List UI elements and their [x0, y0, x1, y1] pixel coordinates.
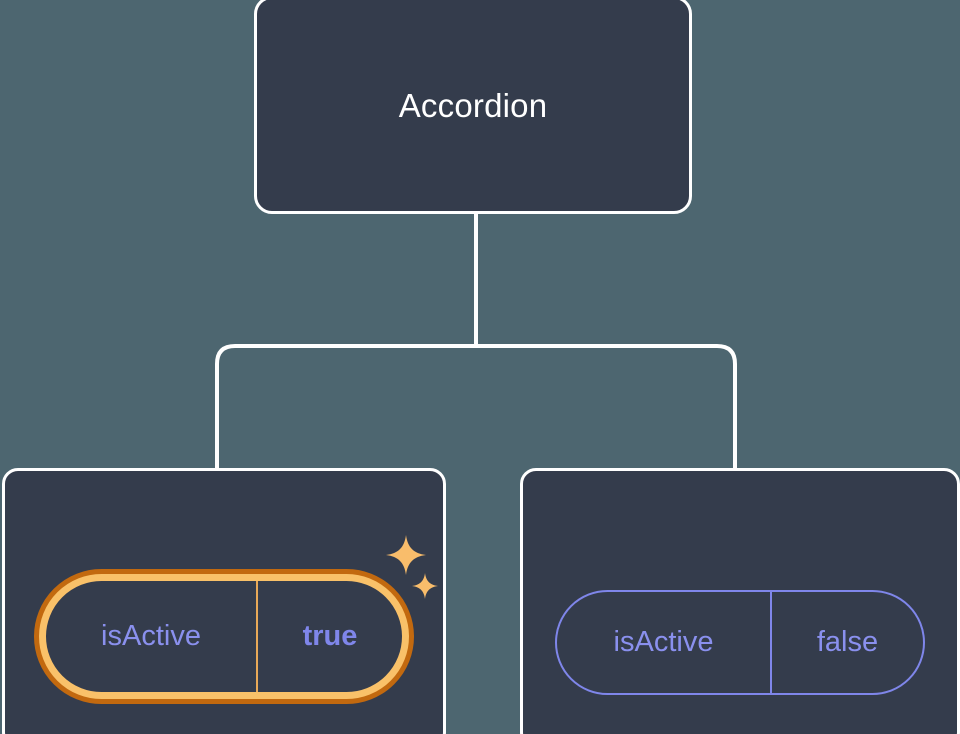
node-accordion-label: Accordion	[398, 87, 548, 124]
prop-pill[interactable]: isActive false	[555, 590, 925, 695]
prop-key-isactive: isActive	[46, 581, 258, 692]
prop-key-isactive: isActive	[557, 592, 772, 693]
prop-value-true: true	[302, 620, 358, 652]
sparkle-icon	[412, 573, 438, 599]
highlight-ring-inner	[39, 574, 409, 699]
prop-value-false: false	[816, 626, 879, 658]
prop-pill-content: isActive true	[46, 581, 402, 692]
node-accordion[interactable]: Accordion	[254, 0, 692, 214]
prop-pill-highlighted[interactable]: isActive true	[34, 569, 414, 704]
highlight-ring-outer	[34, 569, 414, 704]
sparkle-icon	[386, 535, 426, 575]
